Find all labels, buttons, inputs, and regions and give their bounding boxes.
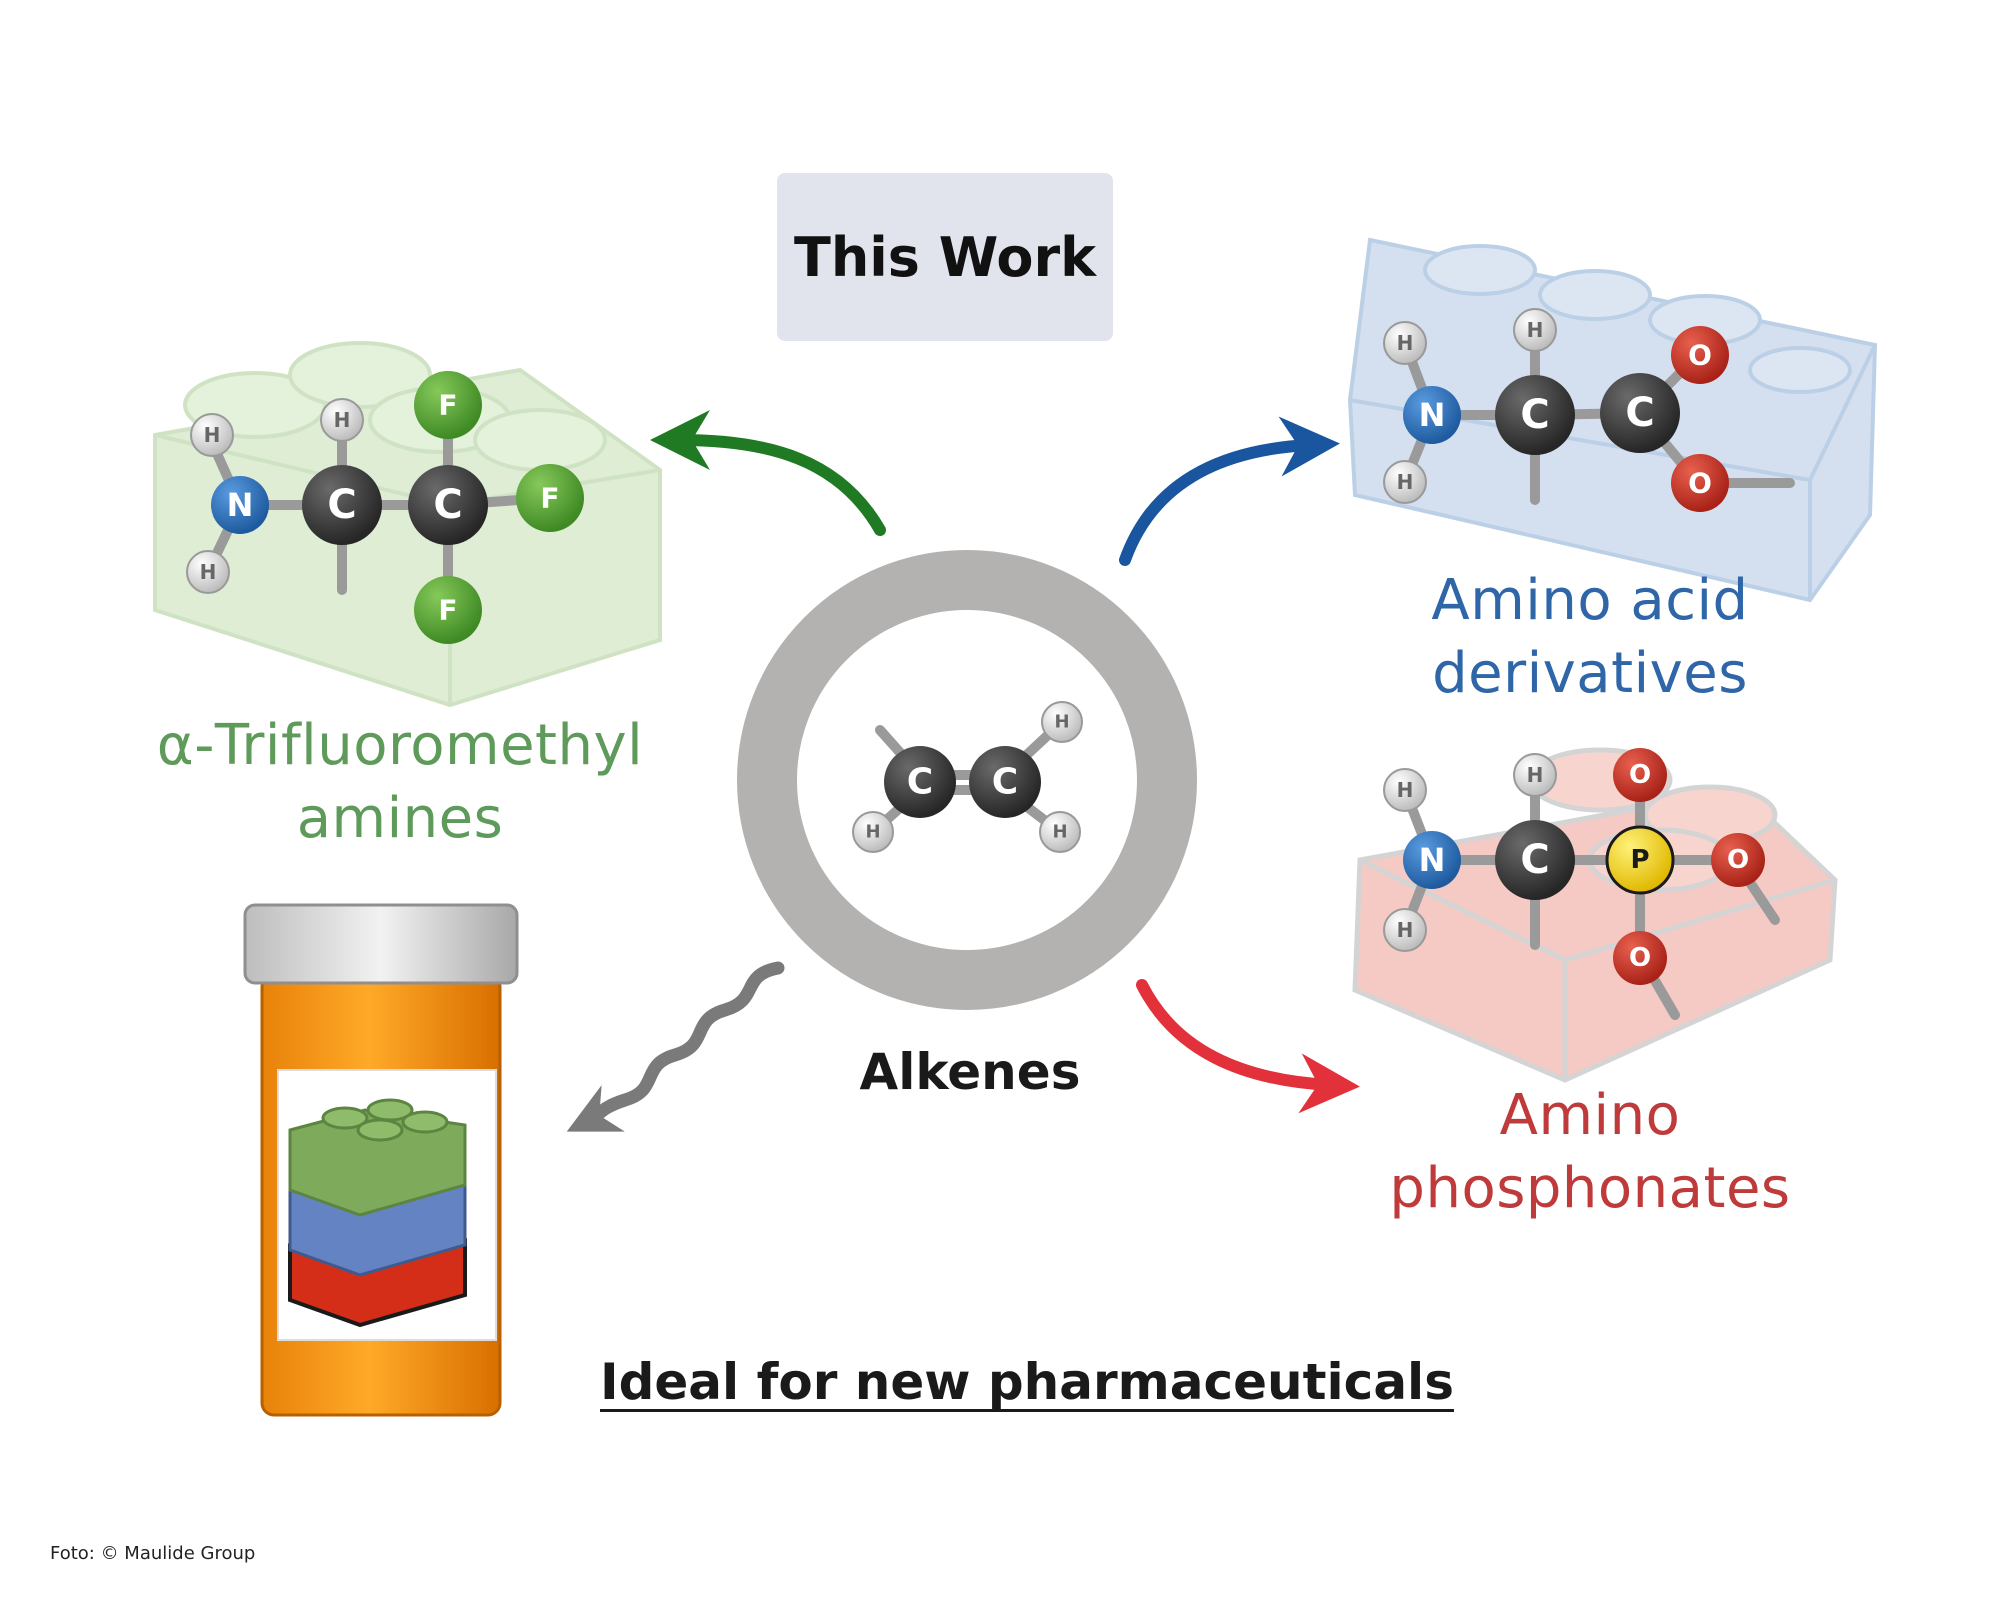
atom-label: O <box>1688 339 1712 372</box>
atom-label: N <box>1419 841 1446 879</box>
this-work-box: This Work <box>777 173 1113 341</box>
atom-label: C <box>433 482 462 528</box>
atom-label: N <box>227 486 254 524</box>
atom-label: H <box>334 408 351 432</box>
phosphonate-molecule: H H H N C P O O O <box>1383 748 1765 985</box>
red-brick-icon <box>1352 747 1838 1083</box>
atom-label: H <box>204 423 221 447</box>
tagline: Ideal for new pharmaceuticals <box>600 1353 1454 1411</box>
photo-credit: Foto: © Maulide Group <box>50 1543 256 1564</box>
atom-label: O <box>1688 467 1712 500</box>
phosphonates-label-line1: Amino <box>1499 1083 1681 1148</box>
atom-label: C <box>992 762 1018 803</box>
trifluoromethyl-molecule: H H H N C C F F F <box>186 371 584 644</box>
alkenes-label: Alkenes <box>859 1043 1081 1101</box>
trifluoromethyl-label-line1: α-Trifluoromethyl <box>156 713 644 778</box>
atom-label: F <box>540 482 559 515</box>
this-work-title: This Work <box>793 225 1096 289</box>
atom-label: H <box>1527 318 1544 342</box>
atom-label: H <box>865 822 880 843</box>
atom-label: C <box>1625 390 1654 436</box>
atom-label: P <box>1630 845 1649 875</box>
atom-label: H <box>1527 763 1544 787</box>
green-arrow <box>650 410 886 536</box>
atom-label: N <box>1419 396 1446 434</box>
atom-label: F <box>438 389 457 422</box>
atom-label: C <box>327 482 356 528</box>
amino-acid-label: Amino acid derivatives <box>1330 565 1850 711</box>
atom-label: O <box>1629 760 1651 790</box>
atom-label: H <box>1397 778 1414 802</box>
alkene-molecule: H H H C C <box>852 701 1083 853</box>
atom-label: O <box>1727 845 1749 875</box>
trifluoromethyl-label-line2: amines <box>296 785 504 851</box>
blue-arrow <box>1119 416 1340 566</box>
atom-label: C <box>1520 837 1549 883</box>
amino-acid-label-line2: derivatives <box>1432 640 1748 706</box>
atom-label: C <box>907 762 933 803</box>
atom-label: C <box>1520 392 1549 438</box>
amino-acid-molecule: H H H N C C O O <box>1383 308 1729 512</box>
atom-label: H <box>200 560 217 584</box>
atom-label: O <box>1629 943 1651 973</box>
phosphonates-label: Amino phosphonates <box>1330 1080 1850 1226</box>
atom-label: H <box>1052 822 1067 843</box>
atom-label: H <box>1397 470 1414 494</box>
atom-label: H <box>1397 331 1414 355</box>
alkene-ring <box>737 550 1197 1010</box>
green-brick-icon <box>153 341 662 708</box>
amino-acid-label-line1: Amino acid <box>1431 568 1749 633</box>
phosphonates-label-line2: phosphonates <box>1389 1155 1791 1221</box>
atom-label: H <box>1397 918 1414 942</box>
wavy-gray-arrow <box>566 961 785 1132</box>
atom-label: F <box>438 594 457 627</box>
red-arrow <box>1136 979 1360 1114</box>
trifluoromethyl-label: α-Trifluoromethyl amines <box>120 710 680 856</box>
atom-label: H <box>1054 712 1069 733</box>
medicine-bottle-icon <box>243 903 519 1417</box>
